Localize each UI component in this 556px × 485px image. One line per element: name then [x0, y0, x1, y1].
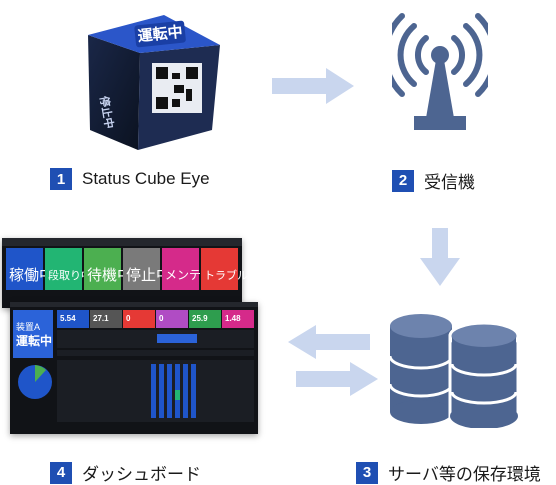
step-title: Status Cube Eye	[82, 169, 210, 188]
status-tile: 稼働中	[6, 248, 54, 290]
status-cube-image: 運転中 停止中	[80, 5, 240, 155]
status-tile: メンテ中	[162, 248, 213, 290]
step-number-badge: 1	[50, 168, 72, 190]
status-tile: 待機中	[84, 248, 132, 290]
status-tile: トラブル	[201, 248, 248, 290]
kpi-tile: 1.48	[222, 310, 254, 328]
bar-chart-image	[57, 360, 254, 422]
step-2-label: 2 受信機	[392, 168, 475, 193]
kpi-tile: 27.1	[90, 310, 122, 328]
step-number-badge: 2	[392, 169, 414, 192]
step-title: 受信機	[424, 173, 475, 192]
database-icon	[388, 314, 520, 428]
status-tile: 段取り中	[45, 248, 92, 290]
cube-top-text: 運転中	[137, 23, 184, 46]
arrow-right-icon	[296, 362, 378, 396]
arrow-right-icon	[272, 68, 354, 104]
pie-chart-image	[18, 365, 52, 399]
step-3-label: 3 サーバ等の保存環境	[356, 460, 541, 485]
kpi-tile: 25.9	[189, 310, 221, 328]
step-1-label: 1 Status Cube Eye	[50, 168, 210, 190]
step-number-badge: 3	[356, 461, 378, 484]
step-number-badge: 4	[50, 461, 72, 484]
kpi-tile: 5.54	[57, 310, 89, 328]
dashboard-back-panel: 稼働中 段取り中 待機中 停止中 メンテ中 トラブル	[2, 238, 248, 308]
arrow-down-icon	[420, 228, 460, 286]
timeline-row	[57, 330, 254, 348]
step-title: サーバ等の保存環境	[388, 465, 541, 484]
dashboard-front-panel: 装置A 運転中 5.54 27.1 0 0 25.9 1.48	[10, 302, 258, 434]
kpi-tile: 0	[123, 310, 155, 328]
kpi-tile: 0	[156, 310, 188, 328]
status-tile: 停止中	[123, 248, 171, 290]
cube-side-text: 停止中	[97, 95, 117, 130]
step-4-label: 4 ダッシュボード	[50, 460, 201, 485]
antenna-icon	[392, 13, 488, 130]
machine-status-panel: 装置A 運転中	[13, 310, 53, 358]
step-title: ダッシュボード	[82, 465, 201, 484]
arrow-left-icon	[288, 325, 370, 359]
